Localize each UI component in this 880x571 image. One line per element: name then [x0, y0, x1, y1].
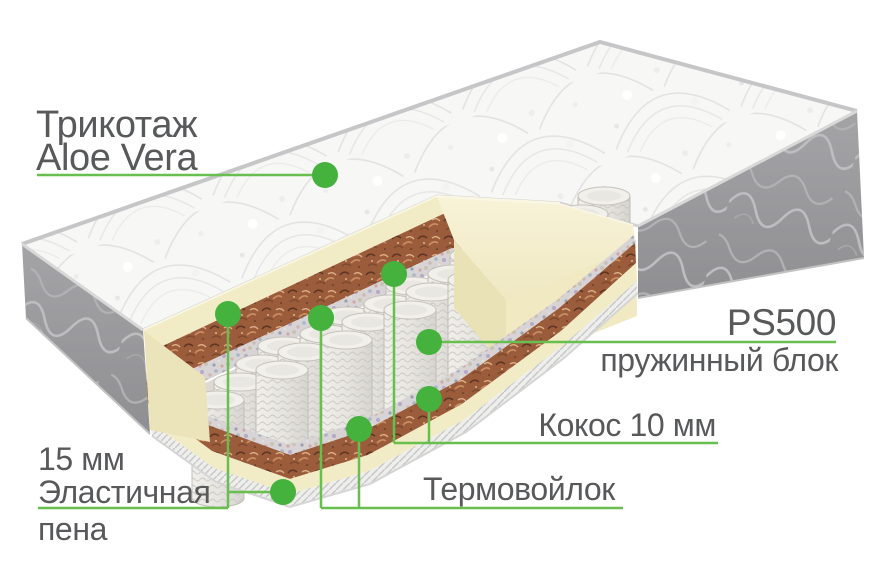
- callout-dot-knit: [312, 162, 338, 188]
- right-side-wall: [637, 109, 865, 299]
- label-felt: Термовойлок: [423, 471, 616, 507]
- label-foam-line2: Эластичная: [38, 474, 210, 510]
- left-cut-foam-face: [144, 331, 210, 442]
- callout-dot-foam-top: [215, 301, 241, 327]
- callout-dot-coconut-top: [381, 261, 407, 287]
- callouts: [37, 162, 836, 510]
- label-knit-line2: Aloe Vera: [36, 137, 198, 179]
- callout-dot-felt-bottom: [346, 416, 372, 442]
- bottom-coir-layer: [143, 243, 636, 479]
- callout-dot-foam-bottom: [270, 479, 296, 505]
- left-side-wall: [21, 242, 151, 435]
- labels: Трикотаж Aloe Vera PS500 пружинный блок …: [36, 104, 840, 547]
- callout-dot-coconut-bottom: [416, 386, 442, 412]
- label-foam-line3: пена: [38, 511, 108, 547]
- label-spring-block-title: PS500: [727, 302, 836, 343]
- bottom-cover-edge: [150, 281, 639, 509]
- label-knit-line1: Трикотаж: [36, 104, 198, 146]
- label-foam-line1: 15 мм: [38, 441, 125, 477]
- label-coconut: Кокос 10 мм: [538, 407, 716, 443]
- callout-dot-spring-block: [416, 329, 442, 355]
- bottom-foam-layer: [148, 263, 637, 494]
- bottom-felt-layer: [140, 235, 635, 455]
- callout-line-felt: [319, 318, 623, 510]
- callout-dot-felt-top: [308, 305, 334, 331]
- label-spring-block-subtitle: пружинный блок: [600, 342, 839, 378]
